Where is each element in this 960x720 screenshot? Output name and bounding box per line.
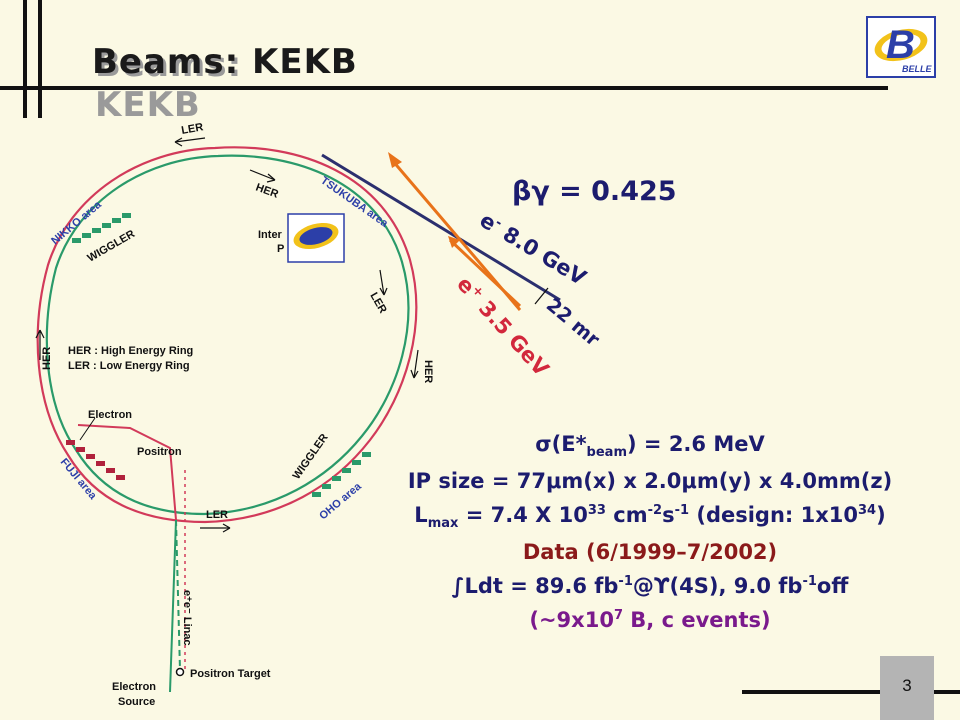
energy-spread-line: σ(E*beam) = 2.6 MeV (535, 432, 765, 461)
label-her-left: HER (41, 347, 53, 370)
label-wiggler-bottom: WIGGLER (291, 432, 331, 482)
electron-injection-line (77, 424, 177, 521)
frame-vertical-bar-1 (23, 0, 27, 118)
positron-beam-line-lower (448, 238, 522, 308)
ring-direction-arrows (35, 137, 419, 533)
frame-horizontal-bar-top (0, 86, 888, 90)
title-shadow: Beams: KEKB (95, 45, 243, 125)
wiggler-magnets-fuji (66, 440, 125, 480)
crossing-angle-arc (534, 287, 549, 305)
page-title: Beams: KEKB Beams: KEKB (92, 42, 358, 125)
label-positron-target: Positron Target (190, 668, 271, 680)
label-interaction-2: P (277, 243, 284, 255)
label-ler-right: LER (367, 291, 388, 316)
belle-logo-graphic: B BELLE (874, 23, 932, 74)
label-wiggler-top: WIGGLER (86, 228, 138, 265)
label-ler-bottom: LER (206, 509, 228, 521)
label-positron: Positron (137, 446, 182, 458)
positron-arrow-head (388, 152, 402, 168)
label-electron-source-1: Electron (112, 681, 156, 693)
data-period-line: Data (6/1999–7/2002) (522, 540, 778, 565)
label-fuji-area: FUJI area (58, 456, 100, 502)
logo-caption: BELLE (902, 64, 932, 74)
page-number: 3 (902, 676, 912, 695)
label-linac: e⁺e⁻ Linac (181, 590, 193, 646)
frame-horizontal-bar-bottom (742, 690, 960, 694)
events-line: (~9x107 B, c events) (529, 608, 771, 633)
ler-ring (45, 154, 410, 516)
positron-lower-arrow-head (448, 236, 460, 248)
wiggler-magnets-top (72, 213, 131, 243)
legend-ler: LER : Low Energy Ring (68, 360, 190, 372)
integrated-luminosity-line: ∫Ldt = 89.6 fb-1@ϒ(4S), 9.0 fb-1off (451, 574, 849, 599)
electron-pointer (79, 417, 96, 441)
positron-injection-line (175, 519, 181, 671)
source-line (169, 519, 177, 693)
label-electron: Electron (88, 409, 132, 421)
label-her-top: HER (254, 182, 280, 201)
positron-target-marker (175, 667, 185, 677)
belle-logo: B BELLE (866, 16, 936, 78)
ip-size-line: IP size = 77μm(x) x 2.0μm(y) x 4.0mm(z) (407, 469, 893, 494)
frame-vertical-bar-2 (38, 0, 42, 118)
betagamma-symbol: βγ (512, 176, 550, 207)
page-number-box (880, 656, 934, 720)
betagamma-label: βγ = 0.425 (512, 176, 677, 207)
betagamma-value: = 0.425 (559, 176, 677, 207)
beam-parameters: σ(E*beam) = 2.6 MeV IP size = 77μm(x) x … (360, 430, 940, 635)
title-text: Beams: KEKB (92, 42, 358, 82)
luminosity-line: Lmax = 7.4 X 1033 cm-2s-1 (design: 1x103… (414, 503, 886, 532)
label-ler-top: LER (180, 121, 204, 137)
legend-her: HER : High Energy Ring (68, 345, 193, 357)
her-ring (36, 146, 418, 524)
electron-beam-line (321, 153, 561, 302)
interaction-point-logo (287, 213, 345, 263)
label-interaction-1: Inter (258, 229, 283, 241)
label-her-right: HER (422, 360, 434, 383)
wiggler-magnets-oho (312, 452, 371, 497)
label-electron-source-2: Source (118, 696, 155, 708)
logo-letter: B (886, 23, 915, 67)
